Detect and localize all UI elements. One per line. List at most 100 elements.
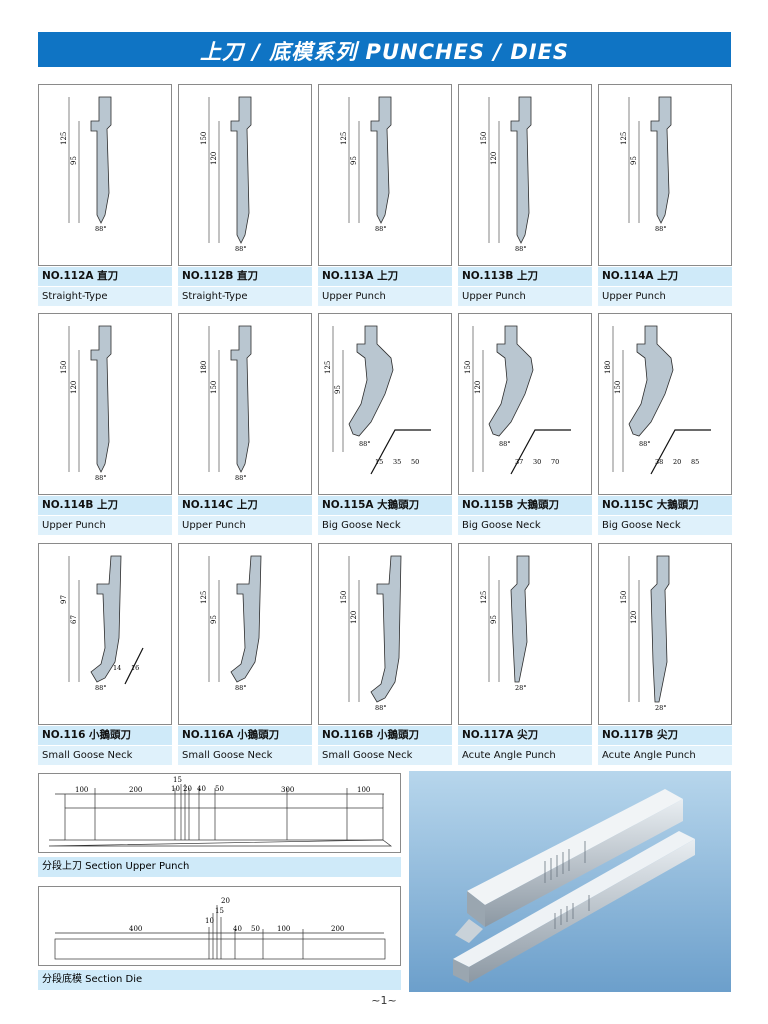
tool-description: Upper Punch <box>318 287 452 306</box>
tool-code: NO.114C 上刀 <box>178 496 312 515</box>
dimension-label: 95 <box>210 615 218 624</box>
dim-label: 15 <box>215 907 224 915</box>
dim-label: 10 <box>205 917 214 925</box>
tool-code: NO.115B 大鵝頭刀 <box>458 496 592 515</box>
profile-drawing: 125 95 88° <box>178 543 312 725</box>
dimension-label: 37 <box>515 458 523 466</box>
dim-label: 100 <box>357 786 370 794</box>
tool-profile <box>488 325 534 437</box>
tool-profile <box>348 325 394 437</box>
dimension-label: 120 <box>474 381 482 394</box>
dimension-label: 120 <box>210 152 218 165</box>
tool-profile <box>230 555 262 683</box>
tool-profile <box>370 96 392 224</box>
dimension-label: 150 <box>210 381 218 394</box>
angle-label: 28° <box>655 704 667 712</box>
dimension-label: 95 <box>350 156 358 165</box>
tool-description: Big Goose Neck <box>318 516 452 535</box>
dimension-label: 125 <box>620 132 628 145</box>
dim-label: 20 <box>221 897 230 905</box>
tool-description: Small Goose Neck <box>178 746 312 765</box>
tool-description: Big Goose Neck <box>598 516 732 535</box>
dimension-label: 125 <box>480 591 488 604</box>
dimension-label: 125 <box>200 591 208 604</box>
tool-profile <box>628 325 674 437</box>
dimension-label: 67 <box>70 615 78 624</box>
angle-label: 88° <box>95 684 107 692</box>
dim-label: 50 <box>251 925 260 933</box>
dimension-label: 95 <box>70 156 78 165</box>
dimension-label: 120 <box>490 152 498 165</box>
tool-profile <box>510 96 532 244</box>
tool-code: NO.112B 直刀 <box>178 267 312 286</box>
tool-code: NO.116B 小鵝頭刀 <box>318 726 452 745</box>
dimension-label: 97 <box>60 595 68 604</box>
tool-description: Straight-Type <box>38 287 172 306</box>
tool-profile <box>230 96 252 244</box>
page-number: ~1~ <box>371 994 397 1007</box>
tool-description: Small Goose Neck <box>318 746 452 765</box>
tool-code: NO.113A 上刀 <box>318 267 452 286</box>
tool-description: Upper Punch <box>178 516 312 535</box>
tool-profile <box>90 96 112 224</box>
dimension-label: 125 <box>324 361 332 374</box>
dimension-label: 16 <box>131 664 139 672</box>
section-punch-label: 分段上刀 Section Upper Punch <box>38 857 401 877</box>
angle-label: 88° <box>375 225 387 233</box>
dimension-label: 35 <box>393 458 401 466</box>
dim-label: 100 <box>277 925 290 933</box>
header-banner: 上刀 / 底模系列 PUNCHES / DIES <box>38 32 731 67</box>
tool-code: NO.116 小鵝頭刀 <box>38 726 172 745</box>
tool-code: NO.113B 上刀 <box>458 267 592 286</box>
dim-label: 200 <box>331 925 344 933</box>
dim-label: 20 <box>183 785 192 793</box>
tool-code: NO.114B 上刀 <box>38 496 172 515</box>
dim-label: 10 <box>171 785 180 793</box>
tool-code: NO.112A 直刀 <box>38 267 172 286</box>
angle-label: 88° <box>499 440 511 448</box>
dimension-label: 150 <box>464 361 472 374</box>
tool-description: Upper Punch <box>38 516 172 535</box>
dimension-label: 38 <box>655 458 663 466</box>
dimension-label: 15 <box>375 458 383 466</box>
tool-profile <box>370 555 402 703</box>
angle-label: 88° <box>655 225 667 233</box>
tool-description: Acute Angle Punch <box>598 746 732 765</box>
dimension-label: 95 <box>490 615 498 624</box>
dimension-label: 150 <box>620 591 628 604</box>
tool-description: Small Goose Neck <box>38 746 172 765</box>
angle-label: 88° <box>235 684 247 692</box>
dimension-label: 85 <box>691 458 699 466</box>
dimension-label: 125 <box>60 132 68 145</box>
dim-label: 40 <box>233 925 242 933</box>
die-render <box>453 831 695 983</box>
dimension-label: 125 <box>340 132 348 145</box>
dimension-label: 120 <box>630 611 638 624</box>
tool-description: Straight-Type <box>178 287 312 306</box>
dimension-label: 150 <box>200 132 208 145</box>
tool-code: NO.114A 上刀 <box>598 267 732 286</box>
tool-profile <box>650 96 672 224</box>
section-punch-drawing: 100 200 15 10 20 40 50 300 100 <box>38 773 401 853</box>
dimension-label: 150 <box>340 591 348 604</box>
